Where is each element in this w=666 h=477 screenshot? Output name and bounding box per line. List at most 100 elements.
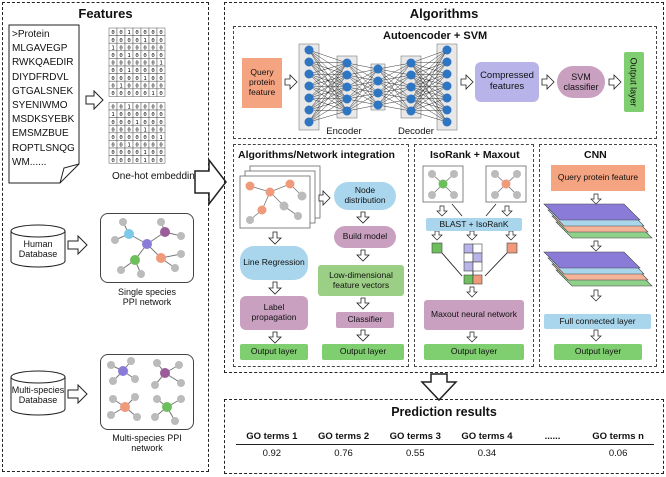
onehot-cell: 0 — [127, 45, 130, 51]
autoencoder-title: Autoencoder + SVM — [383, 30, 488, 42]
sequence-line: SYENIWMO — [12, 100, 68, 112]
go-term-value — [523, 445, 582, 462]
onehot-cell: 0 — [151, 158, 154, 164]
onehot-cell: 0 — [127, 61, 130, 67]
onehot-cell: 0 — [159, 127, 162, 133]
integration-output-1: Output layer — [240, 344, 308, 360]
onehot-cell: 0 — [127, 127, 130, 133]
onehot-cell: 0 — [143, 143, 146, 149]
onehot-cell: 0 — [159, 38, 162, 44]
ellipsis-header: ...... — [544, 430, 561, 442]
onehot-cell: 0 — [135, 38, 138, 44]
onehot-cell: 0 — [135, 61, 138, 67]
onehot-cell: 0 — [119, 91, 122, 97]
onehot-cell: 0 — [143, 53, 146, 59]
onehot-cell: 0 — [143, 45, 146, 51]
sequence-line: WM...... — [12, 156, 47, 168]
onehot-cell: 1 — [159, 135, 162, 141]
onehot-cell: 0 — [119, 127, 122, 133]
onehot-cell: 0 — [151, 61, 154, 67]
onehot-cell: 0 — [159, 76, 162, 82]
features-title: Features — [78, 6, 133, 21]
node-distribution: Node distribution — [334, 182, 396, 210]
onehot-cell: 0 — [135, 143, 138, 149]
onehot-cell: 0 — [127, 135, 130, 141]
onehot-cell: 0 — [119, 61, 122, 67]
svm-classifier: SVM classifier — [557, 66, 605, 98]
onehot-cell: 0 — [151, 45, 154, 51]
onehot-cell: 0 — [143, 105, 146, 111]
onehot-cell: 0 — [111, 61, 114, 67]
onehot-cell: 0 — [143, 91, 146, 97]
onehot-cell: 0 — [119, 53, 122, 59]
sequence-line: DIYDFRDVL — [12, 71, 69, 83]
onehot-cell: 0 — [151, 135, 154, 141]
onehot-cell: 0 — [151, 38, 154, 44]
isorank-output: Output layer — [424, 344, 524, 360]
onehot-cell: 0 — [119, 158, 122, 164]
features-panel — [2, 2, 209, 472]
label-propagation: Label propagation — [240, 296, 308, 330]
onehot-cell: 0 — [119, 105, 122, 111]
onehot-cell: 0 — [135, 68, 138, 74]
onehot-cell: 0 — [151, 105, 154, 111]
onehot-cell: 1 — [143, 158, 146, 164]
go-term-header: GO terms 1 — [246, 430, 298, 442]
multi-species-database: Multi-species Database — [10, 370, 66, 416]
maxout-network: Maxout neural network — [424, 300, 524, 330]
onehot-cell: 0 — [143, 30, 146, 36]
onehot-cell: 0 — [119, 120, 122, 126]
sequence-line: MSDKSYEBK — [12, 114, 75, 126]
onehot-cell: 0 — [143, 61, 146, 67]
onehot-cell: 0 — [119, 45, 122, 51]
onehot-cell: 0 — [135, 53, 138, 59]
onehot-cell: 0 — [159, 45, 162, 51]
onehot-cell: 1 — [143, 38, 146, 44]
cnn-query-feature: Query protein feature — [551, 165, 645, 191]
onehot-cell: 0 — [143, 68, 146, 74]
onehot-cell: 0 — [135, 158, 138, 164]
onehot-cell: 0 — [143, 112, 146, 118]
onehot-cell: 0 — [111, 76, 114, 82]
onehot-cell: 0 — [127, 158, 130, 164]
human-database-label: Human Database — [18, 239, 58, 259]
onehot-cell: 0 — [135, 30, 138, 36]
onehot-cell: 0 — [135, 45, 138, 51]
onehot-cell: 0 — [159, 91, 162, 97]
onehot-cell: 0 — [151, 127, 154, 133]
onehot-cell: 1 — [127, 53, 130, 59]
cnn-output: Output layer — [554, 344, 642, 360]
go-term-header: GO terms 2 — [317, 430, 370, 442]
onehot-cell: 0 — [143, 83, 146, 89]
onehot-cell: 0 — [119, 143, 122, 149]
onehot-cell: 0 — [127, 91, 130, 97]
onehot-cell: 0 — [127, 38, 130, 44]
isorank-title: IsoRank + Maxout — [430, 149, 520, 161]
onehot-cell: 0 — [111, 135, 114, 141]
onehot-cell: 1 — [151, 91, 154, 97]
onehot-cell: 0 — [159, 112, 162, 118]
sequence-line: EMSMZBUE — [12, 128, 69, 140]
multi-ppi-network-graph — [107, 357, 185, 425]
go-term-value: 0.06 — [608, 447, 628, 459]
onehot-cell: 0 — [151, 112, 154, 118]
ppi-network-graph — [111, 218, 185, 278]
multi-species-network — [100, 354, 194, 430]
algorithms-panel — [224, 2, 664, 373]
onehot-cell: 0 — [151, 30, 154, 36]
onehot-cell: 0 — [151, 76, 154, 82]
blast-isorank: BLAST + IsoRanK — [426, 218, 522, 231]
onehot-cell: 0 — [119, 76, 122, 82]
big-arrow-down-icon — [420, 373, 458, 402]
sequence-line: MLGAVEGP — [12, 43, 68, 55]
onehot-cell: 1 — [127, 68, 130, 74]
document-outline-icon — [8, 24, 80, 184]
onehot-cell: 0 — [159, 53, 162, 59]
build-model: Build model — [334, 226, 396, 248]
algorithms-title: Algorithms — [409, 6, 479, 21]
sequence-line: ROPTLSNQG — [12, 142, 75, 154]
onehot-cell: 0 — [111, 38, 114, 44]
onehot-cell: 0 — [159, 143, 162, 149]
onehot-cell: 0 — [135, 83, 138, 89]
